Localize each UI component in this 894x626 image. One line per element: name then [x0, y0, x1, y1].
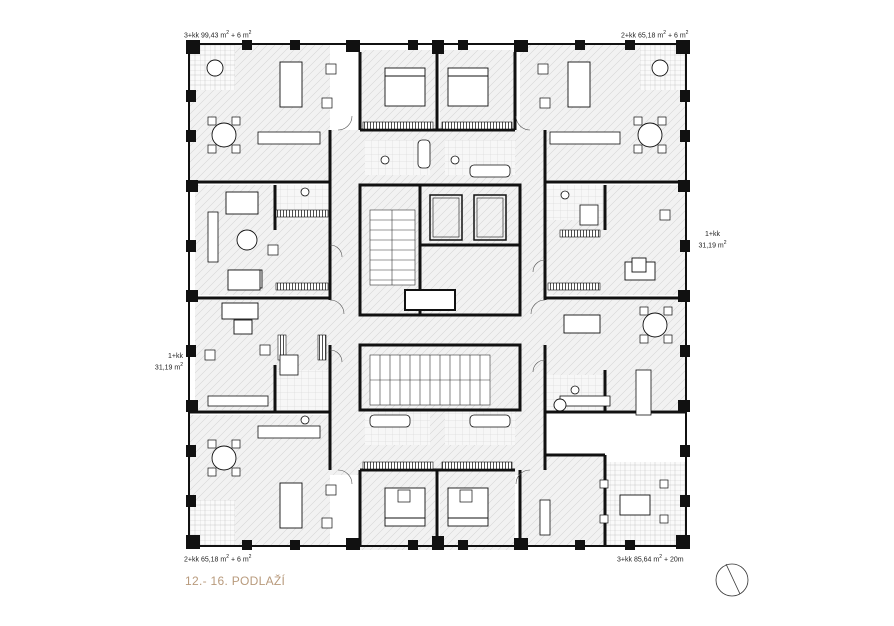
- wardrobes: [275, 121, 601, 470]
- unit-label-left-mid: 1+kk 31,19 m2: [140, 352, 183, 372]
- chairs: [204, 63, 673, 529]
- unit-area: 85,64 m: [633, 556, 660, 564]
- unit-type: 2+kk: [184, 556, 199, 564]
- kitchens: [207, 131, 652, 536]
- floor-label: 12.- 16. PODLAŽÍ: [185, 574, 286, 588]
- unit-area: 31,19 m: [698, 242, 724, 250]
- interior-walls: [190, 50, 686, 545]
- unit-area: 65,18 m: [637, 32, 664, 40]
- dining-tables: [206, 59, 669, 516]
- unit-extra: + 20m: [663, 556, 684, 564]
- unit-area: 31,19 m: [154, 364, 181, 372]
- unit-type: 3+kk: [617, 556, 632, 564]
- unit-label-right-mid: 1+kk 31,19 m2: [690, 230, 735, 250]
- unit-type: 3+kk: [184, 32, 199, 40]
- staircase-icon: [369, 209, 491, 406]
- unit-extra: + 6 m: [230, 32, 249, 40]
- core: [358, 183, 522, 412]
- unit-label-bottom-left: 2+kk 65,18 m2 + 6 m2: [184, 554, 252, 564]
- unit-area: 65,18 m: [200, 556, 227, 564]
- bath-fixtures: [279, 139, 599, 428]
- unit-extra: + 6 m: [667, 32, 686, 40]
- unit-extra: + 6 m: [230, 556, 249, 564]
- unit-label-bottom-right: 3+kk 85,64 m2 + 20m: [617, 554, 684, 564]
- unit-type: 1+kk: [705, 231, 720, 238]
- elevator-icon: [429, 194, 507, 241]
- unit-type: 1+kk: [168, 353, 183, 360]
- unit-area: 99,43 m: [200, 32, 227, 40]
- unit-type: 2+kk: [621, 32, 636, 40]
- door-swings: [329, 115, 546, 485]
- unit-label-top-left: 3+kk 99,43 m2 + 6 m2: [184, 30, 252, 40]
- facade-piers: [186, 40, 690, 550]
- unit-label-top-right: 2+kk 65,18 m2 + 6 m2: [621, 30, 689, 40]
- north-arrow-icon: [715, 563, 749, 597]
